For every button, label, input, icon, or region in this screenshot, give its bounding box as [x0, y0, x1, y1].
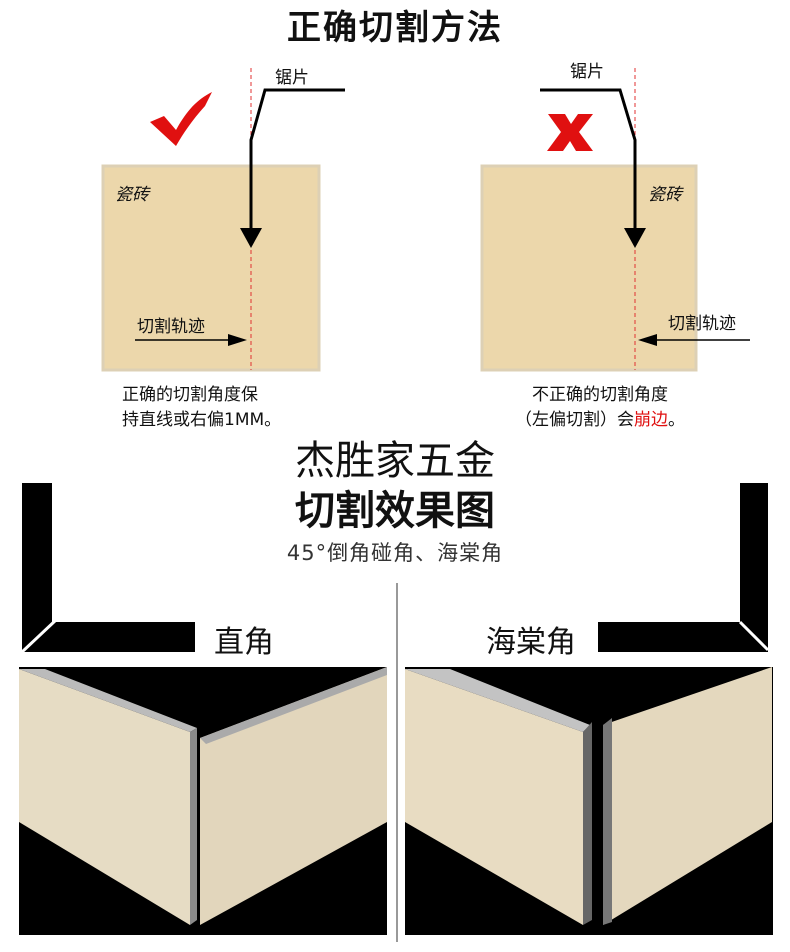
caption-line: 不正确的切割角度 — [532, 385, 668, 405]
page-title: 正确切割方法 — [287, 8, 503, 48]
crabapple-angle-label: 海棠角 — [486, 625, 576, 660]
corner-illustrations — [19, 483, 773, 942]
effect-subtitle: 45°倒角碰角、海棠角 — [286, 541, 504, 565]
tile-label-left: 瓷砖 — [115, 185, 149, 205]
track-label-left: 切割轨迹 — [137, 317, 205, 337]
arrow-right-icon — [228, 334, 247, 346]
arrow-down-icon — [624, 228, 646, 248]
blade-pointer-right — [540, 88, 637, 232]
caption-line: 持直线或右偏1MM。 — [122, 410, 282, 430]
arrow-left-icon — [638, 334, 657, 346]
crabapple-angle-photo — [405, 667, 773, 935]
check-icon — [150, 92, 212, 146]
blade-label-right: 锯片 — [570, 62, 604, 82]
incorrect-caption: 不正确的切割角度 （左偏切割）会崩边。 — [490, 383, 710, 433]
blade-pointer-left — [249, 88, 345, 232]
arrow-down-icon — [240, 228, 262, 248]
tile-left — [101, 164, 321, 372]
correct-caption: 正确的切割角度保 持直线或右偏1MM。 — [122, 383, 281, 433]
x-icon — [547, 114, 593, 151]
corner-shape-right — [598, 483, 768, 652]
right-angle-photo — [19, 667, 387, 935]
effect-title: 切割效果图 — [295, 488, 495, 534]
tile-right — [480, 164, 698, 372]
brand-overlay: 杰胜家五金 — [295, 438, 495, 484]
right-angle-label: 直角 — [214, 625, 274, 660]
caption-text: 。 — [668, 410, 685, 430]
caption-highlight: 崩边 — [634, 410, 668, 430]
track-label-right: 切割轨迹 — [668, 314, 736, 334]
caption-line: 正确的切割角度保 — [122, 385, 258, 405]
cutting-diagram — [101, 68, 750, 372]
tile-label-right: 瓷砖 — [648, 185, 682, 205]
caption-line: （左偏切割）会崩边。 — [490, 408, 710, 433]
blade-label-left: 锯片 — [275, 68, 309, 88]
caption-text: （左偏切割）会 — [515, 410, 634, 430]
